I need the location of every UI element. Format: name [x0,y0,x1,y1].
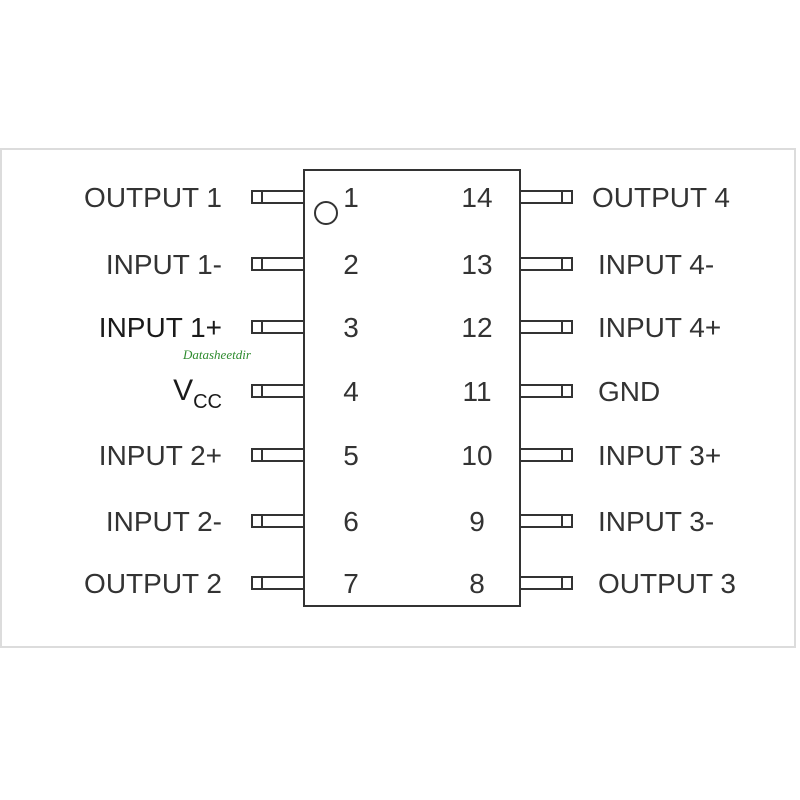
pin-label: INPUT 2+ [99,440,222,471]
pin-group: 1 OUTPUT 1 2 INPUT 1- 3 INPUT 1+ 4 VCC 5 INPUT 2+… [84,182,736,599]
pin-lead [519,448,573,462]
pin-label: OUTPUT 1 [84,182,222,213]
pin-row-right: 12 INPUT 4+ [461,312,721,343]
pin-number: 7 [343,568,359,599]
pin-label: INPUT 3- [598,506,714,537]
pin-lead [519,190,573,204]
pin-row-left: 3 INPUT 1+ [99,312,359,343]
pin-number: 11 [462,376,491,407]
pin-row-left: 7 OUTPUT 2 [84,568,359,599]
pin-row-left: 5 INPUT 2+ [99,440,359,471]
pin-row-left: 6 INPUT 2- [106,506,359,537]
pin-number: 13 [461,249,492,280]
pin-label: INPUT 4+ [598,312,721,343]
pin-lead [251,384,305,398]
pin-row-left: 1 OUTPUT 1 [84,182,359,213]
pin-label: INPUT 1- [106,249,222,280]
pin-number: 12 [461,312,492,343]
pin-row-right: 8 OUTPUT 3 [469,568,736,599]
pin-lead [251,190,305,204]
pin-lead [251,448,305,462]
pin-lead [251,514,305,528]
pin-row-right: 13 INPUT 4- [461,249,714,280]
pin-label-subscript: CC [193,391,222,413]
pin1-orientation-mark [314,201,338,225]
pin-number: 6 [343,506,359,537]
pin-lead [519,320,573,334]
pin-number: 10 [461,440,492,471]
pin-label: GND [598,376,660,407]
pin-label: OUTPUT 3 [598,568,736,599]
pin-number: 3 [343,312,359,343]
pin-label: INPUT 4- [598,249,714,280]
pin-label: INPUT 2- [106,506,222,537]
pin-number: 1 [343,182,359,213]
pin-label: INPUT 1+ [99,312,222,343]
pin-lead [519,576,573,590]
pin-lead [251,576,305,590]
pin-number: 8 [469,568,485,599]
pin-row-left: 2 INPUT 1- [106,249,359,280]
pin-lead [519,257,573,271]
pin-number: 9 [469,506,485,537]
ic-package-body [303,169,521,607]
pin-label: INPUT 3+ [598,440,721,471]
pin-label-main: V [173,374,193,407]
pin-number: 14 [461,182,492,213]
pin-row-left: 4 VCC [173,374,359,413]
pin-row-right: 11 GND [462,376,660,407]
pin-row-right: 9 INPUT 3- [469,506,714,537]
watermark-text: Datasheetdir [182,347,252,362]
pin-label: OUTPUT 4 [592,182,730,213]
pin-lead [519,384,573,398]
pin-label: VCC [173,374,222,413]
pin-lead [519,514,573,528]
pin-number: 4 [343,376,359,407]
pin-row-right: 14 OUTPUT 4 [461,182,730,213]
pin-label: OUTPUT 2 [84,568,222,599]
pin-number: 5 [343,440,359,471]
pin-row-right: 10 INPUT 3+ [461,440,721,471]
pin-lead [251,257,305,271]
pin-number: 2 [343,249,359,280]
pin-lead [251,320,305,334]
